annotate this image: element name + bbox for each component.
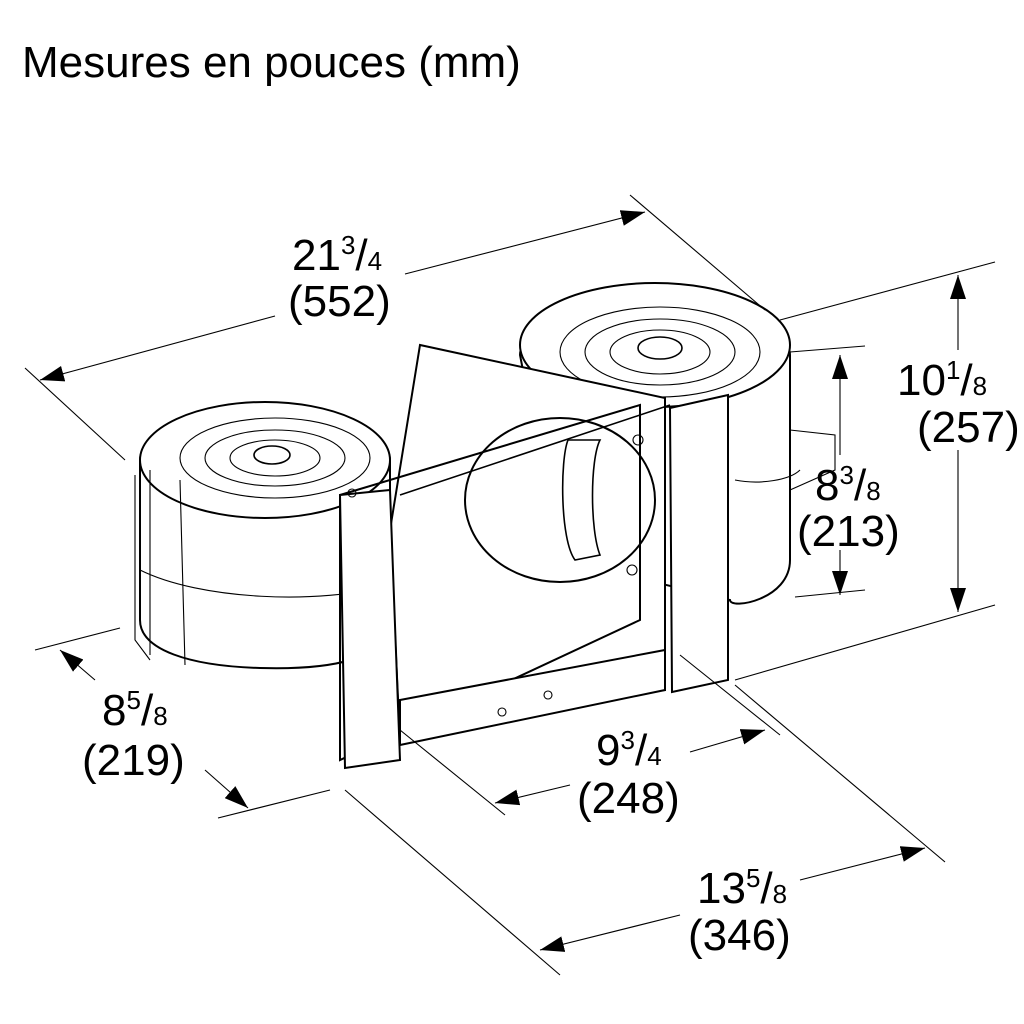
left-blower [134,401,391,670]
svg-text:85/8: 85/8 [102,685,168,735]
svg-text:101/8: 101/8 [897,355,987,405]
dimension-blower-depth: 85/8 (219) [34,627,331,819]
svg-text:(552): (552) [288,277,391,326]
svg-text:(213): (213) [797,507,900,556]
svg-text:213/4: 213/4 [292,230,382,280]
dimension-inner-depth: 93/4 (248) [399,654,781,823]
dimension-inner-height: 83/8 (213) [789,345,900,598]
svg-text:(219): (219) [82,736,185,785]
dimension-overall-width: 213/4 (552) [24,194,766,461]
svg-text:(346): (346) [688,911,791,960]
page-title: Mesures en pouces (mm) [22,38,521,87]
svg-text:(248): (248) [577,774,680,823]
svg-text:83/8: 83/8 [815,460,881,510]
svg-text:93/4: 93/4 [596,725,662,775]
dimension-overall-depth: 135/8 (346) [344,684,946,976]
svg-text:(257): (257) [917,403,1020,452]
svg-text:135/8: 135/8 [697,863,787,913]
dimension-overall-height: 101/8 (257) [734,261,1020,681]
central-housing [338,343,729,770]
